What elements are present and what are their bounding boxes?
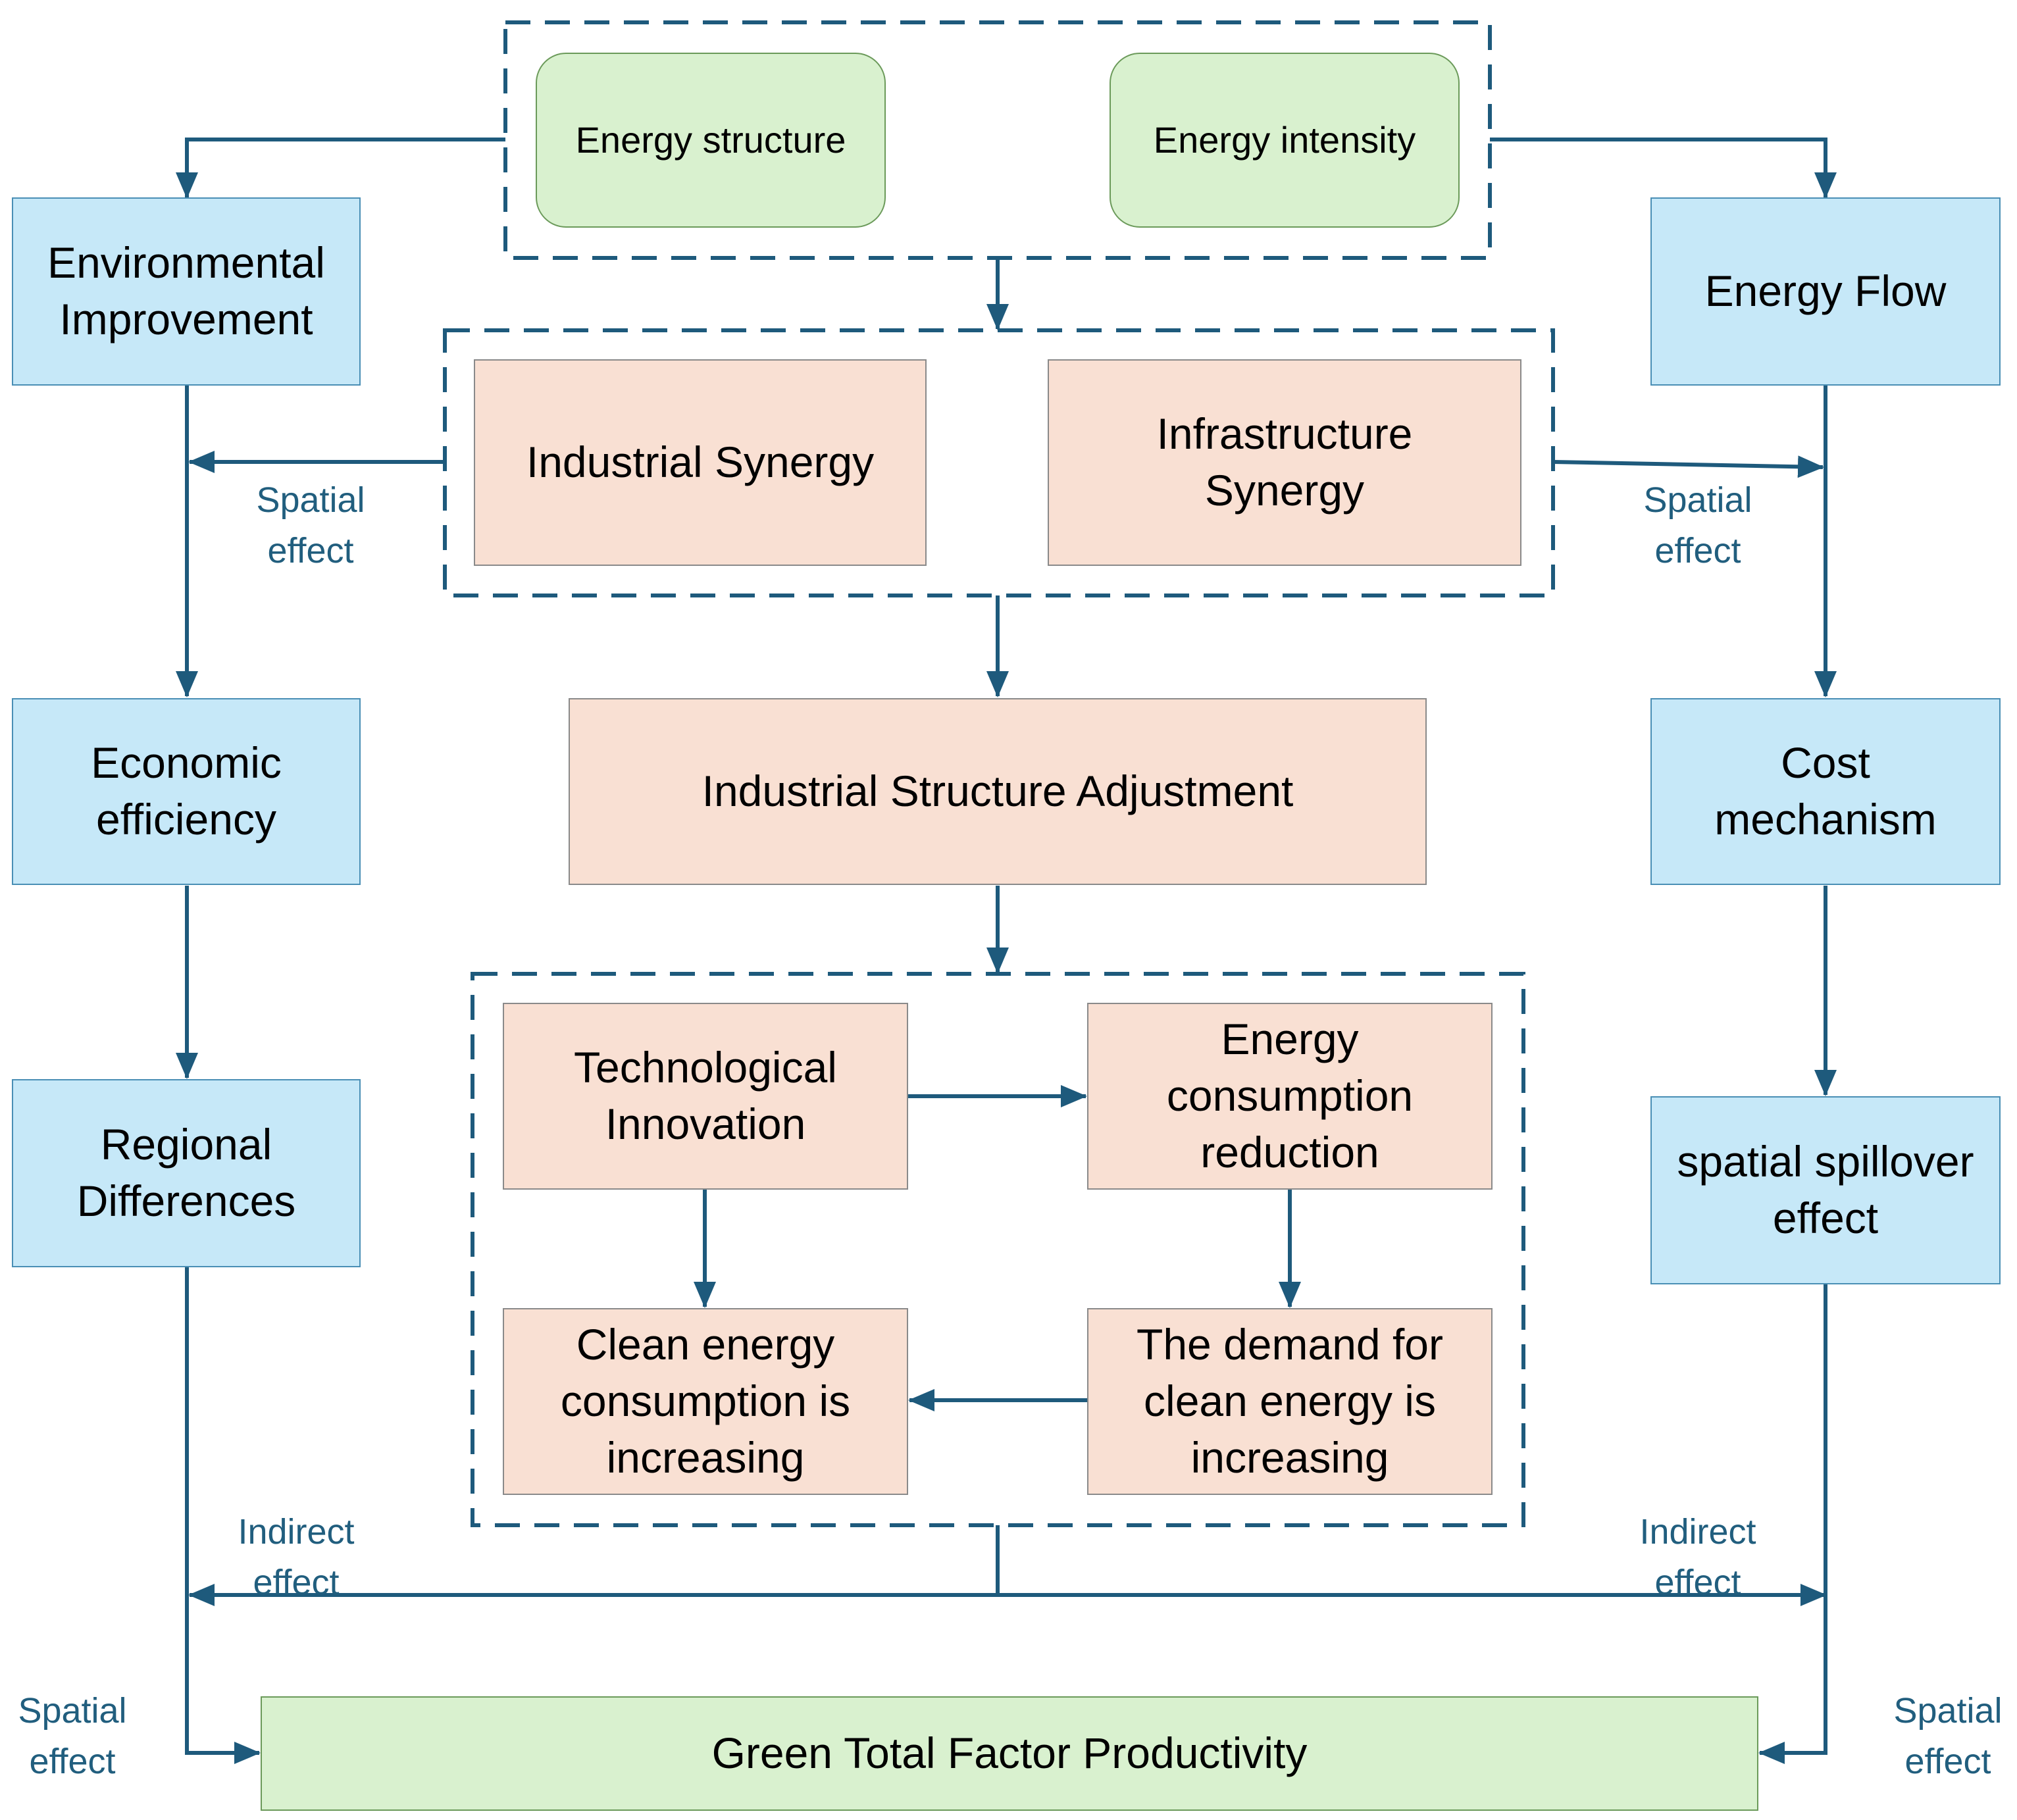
indirect-effect-label-right: Indirect effect <box>1639 1512 1756 1602</box>
spatial-effect-label-right-lower: Spatial effect <box>1893 1691 2003 1781</box>
arrow-spillover-to-gtfp <box>1758 1284 1827 1764</box>
economic-efficiency-node: Economic efficiency <box>12 698 361 885</box>
infrastructure-synergy-node: Infrastructure Synergy <box>1048 359 1521 566</box>
arrow-energy-to-energy-flow <box>1490 138 1837 199</box>
industrial-structure-adjustment-node: Industrial Structure Adjustment <box>569 698 1427 885</box>
indirect-effect-label-left: Indirect effect <box>238 1512 355 1602</box>
energy-flow-node: Energy Flow <box>1650 197 2001 386</box>
arrow-energy-to-environmental <box>176 138 505 199</box>
arrow-synergy-to-right-column <box>1552 455 1824 478</box>
technological-innovation-node: Technological Innovation <box>503 1003 908 1190</box>
innovation-group-frame <box>471 972 1525 1527</box>
regional-differences-node: Regional Differences <box>12 1079 361 1267</box>
energy-consumption-reduction-node: Energy consumption reduction <box>1087 1003 1493 1190</box>
spatial-effect-label-left-upper: Spatial effect <box>256 480 365 570</box>
arrow-regional-to-gtfp <box>185 1267 261 1764</box>
green-total-factor-productivity-node: Green Total Factor Productivity <box>261 1696 1758 1811</box>
industrial-synergy-node: Industrial Synergy <box>474 359 927 566</box>
environmental-improvement-node: Environmental Improvement <box>12 197 361 386</box>
clean-energy-consumption-node: Clean energy consumption is increasing <box>503 1308 908 1495</box>
spatial-effect-label-right-upper: Spatial effect <box>1643 480 1752 570</box>
energy-structure-node: Energy structure <box>536 53 886 228</box>
spatial-effect-label-left-lower: Spatial effect <box>18 1691 127 1781</box>
energy-intensity-node: Energy intensity <box>1110 53 1460 228</box>
cost-mechanism-node: Cost mechanism <box>1650 698 2001 885</box>
spatial-spillover-node: spatial spillover effect <box>1650 1096 2001 1284</box>
clean-energy-demand-node: The demand for clean energy is increasin… <box>1087 1308 1493 1495</box>
